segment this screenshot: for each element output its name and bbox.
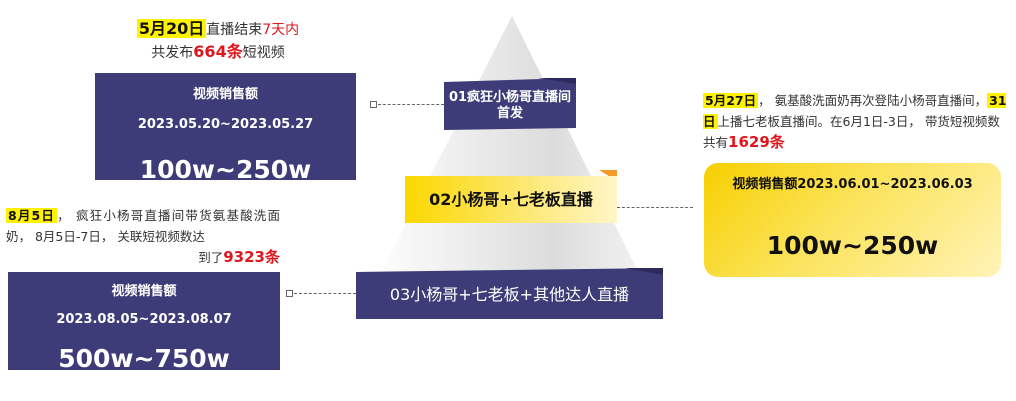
stage-1-sales-value: 100w~250w (139, 155, 312, 184)
connector-line-2 (617, 207, 693, 208)
stage-1-sales-box: 视频销售额 2023.05.20~2023.05.27 100w~250w (95, 73, 356, 184)
stage-2-sales-value: 100w~250w (766, 231, 939, 260)
stage-3-sales-box: 视频销售额 2023.08.05~2023.08.07 500w~750w (8, 272, 280, 373)
stage-1-sales-range: 2023.05.20~2023.05.27 (137, 117, 314, 132)
stage-1-sales-title: 视频销售额 (192, 87, 258, 102)
stage-1-date: 5月20日 (136, 19, 207, 38)
stage-1-ribbon-fold (538, 78, 576, 84)
stage-1-days: 7天内 (262, 22, 300, 38)
stage-1-intro: 5月20日直播结束7天内 共发布664条短视频 (118, 18, 318, 64)
stage-1-text3: 短视频 (242, 45, 285, 61)
stage-1-ribbon (444, 78, 576, 130)
stage-2-date: 5月27日 (703, 93, 759, 108)
stage-3-sales-range: 2023.08.05~2023.08.07 (56, 312, 232, 327)
stage-1-label-text: 01疯狂小杨哥直播间首发 (448, 90, 572, 121)
stage-3-sales-value: 500w~750w (58, 344, 230, 373)
connector-marker-1 (370, 101, 377, 108)
stage-3-sales-title: 视频销售额 (111, 284, 177, 299)
stage-1-label: 01疯狂小杨哥直播间首发 (444, 82, 576, 128)
stage-2-label: 02小杨哥+七老板直播 (405, 176, 617, 223)
stage-1-text1: 直播结束 (206, 22, 263, 38)
stage-3-intro: 8月5日， 疯狂小杨哥直播间带货氨基酸洗面奶， 8月5日-7日， 关联短视频数达… (6, 205, 280, 268)
stage-3-date: 8月5日 (6, 208, 58, 223)
stage-3-text1: ， 疯狂小杨哥直播间带货氨基酸洗面奶， 8月5日-7日， 关联短视频数达 (6, 208, 280, 244)
stage-3-ribbon-fold (626, 268, 663, 275)
pyramid-shape (367, 16, 652, 300)
stage-3-label: 03小杨哥+七老板+其他达人直播 (356, 271, 663, 319)
connector-marker-3 (286, 290, 293, 297)
stage-3-count: 9323条 (223, 248, 280, 266)
stage-2-label-text: 02小杨哥+七老板直播 (429, 190, 593, 209)
stage-2-intro: 5月27日， 氨基酸洗面奶再次登陆小杨哥直播间，31日上播七老板直播间。在6月1… (703, 90, 1008, 153)
stage-2-sales-title: 视频销售额2023.06.01~2023.06.03 (732, 177, 973, 192)
stage-1-count: 664条 (193, 42, 243, 61)
stage-1-text2: 共发布 (151, 45, 194, 61)
stage-2-sales-box: 视频销售额2023.06.01~2023.06.03 100w~250w (704, 163, 1001, 277)
stage-3-label-text: 03小杨哥+七老板+其他达人直播 (389, 285, 630, 304)
stage-2-text2: 上播七老板直播间。在6月1日-3日， 带货短视频数共有 (703, 114, 1000, 150)
stage-3-text2: 到了 (198, 250, 224, 265)
connector-line-3 (294, 293, 356, 294)
stage-2-count: 1629条 (728, 133, 785, 151)
connector-line-1 (378, 104, 444, 105)
stage-2-text1: ， 氨基酸洗面奶再次登陆小杨哥直播间， (758, 93, 988, 108)
stage-3-ribbon (356, 268, 663, 319)
